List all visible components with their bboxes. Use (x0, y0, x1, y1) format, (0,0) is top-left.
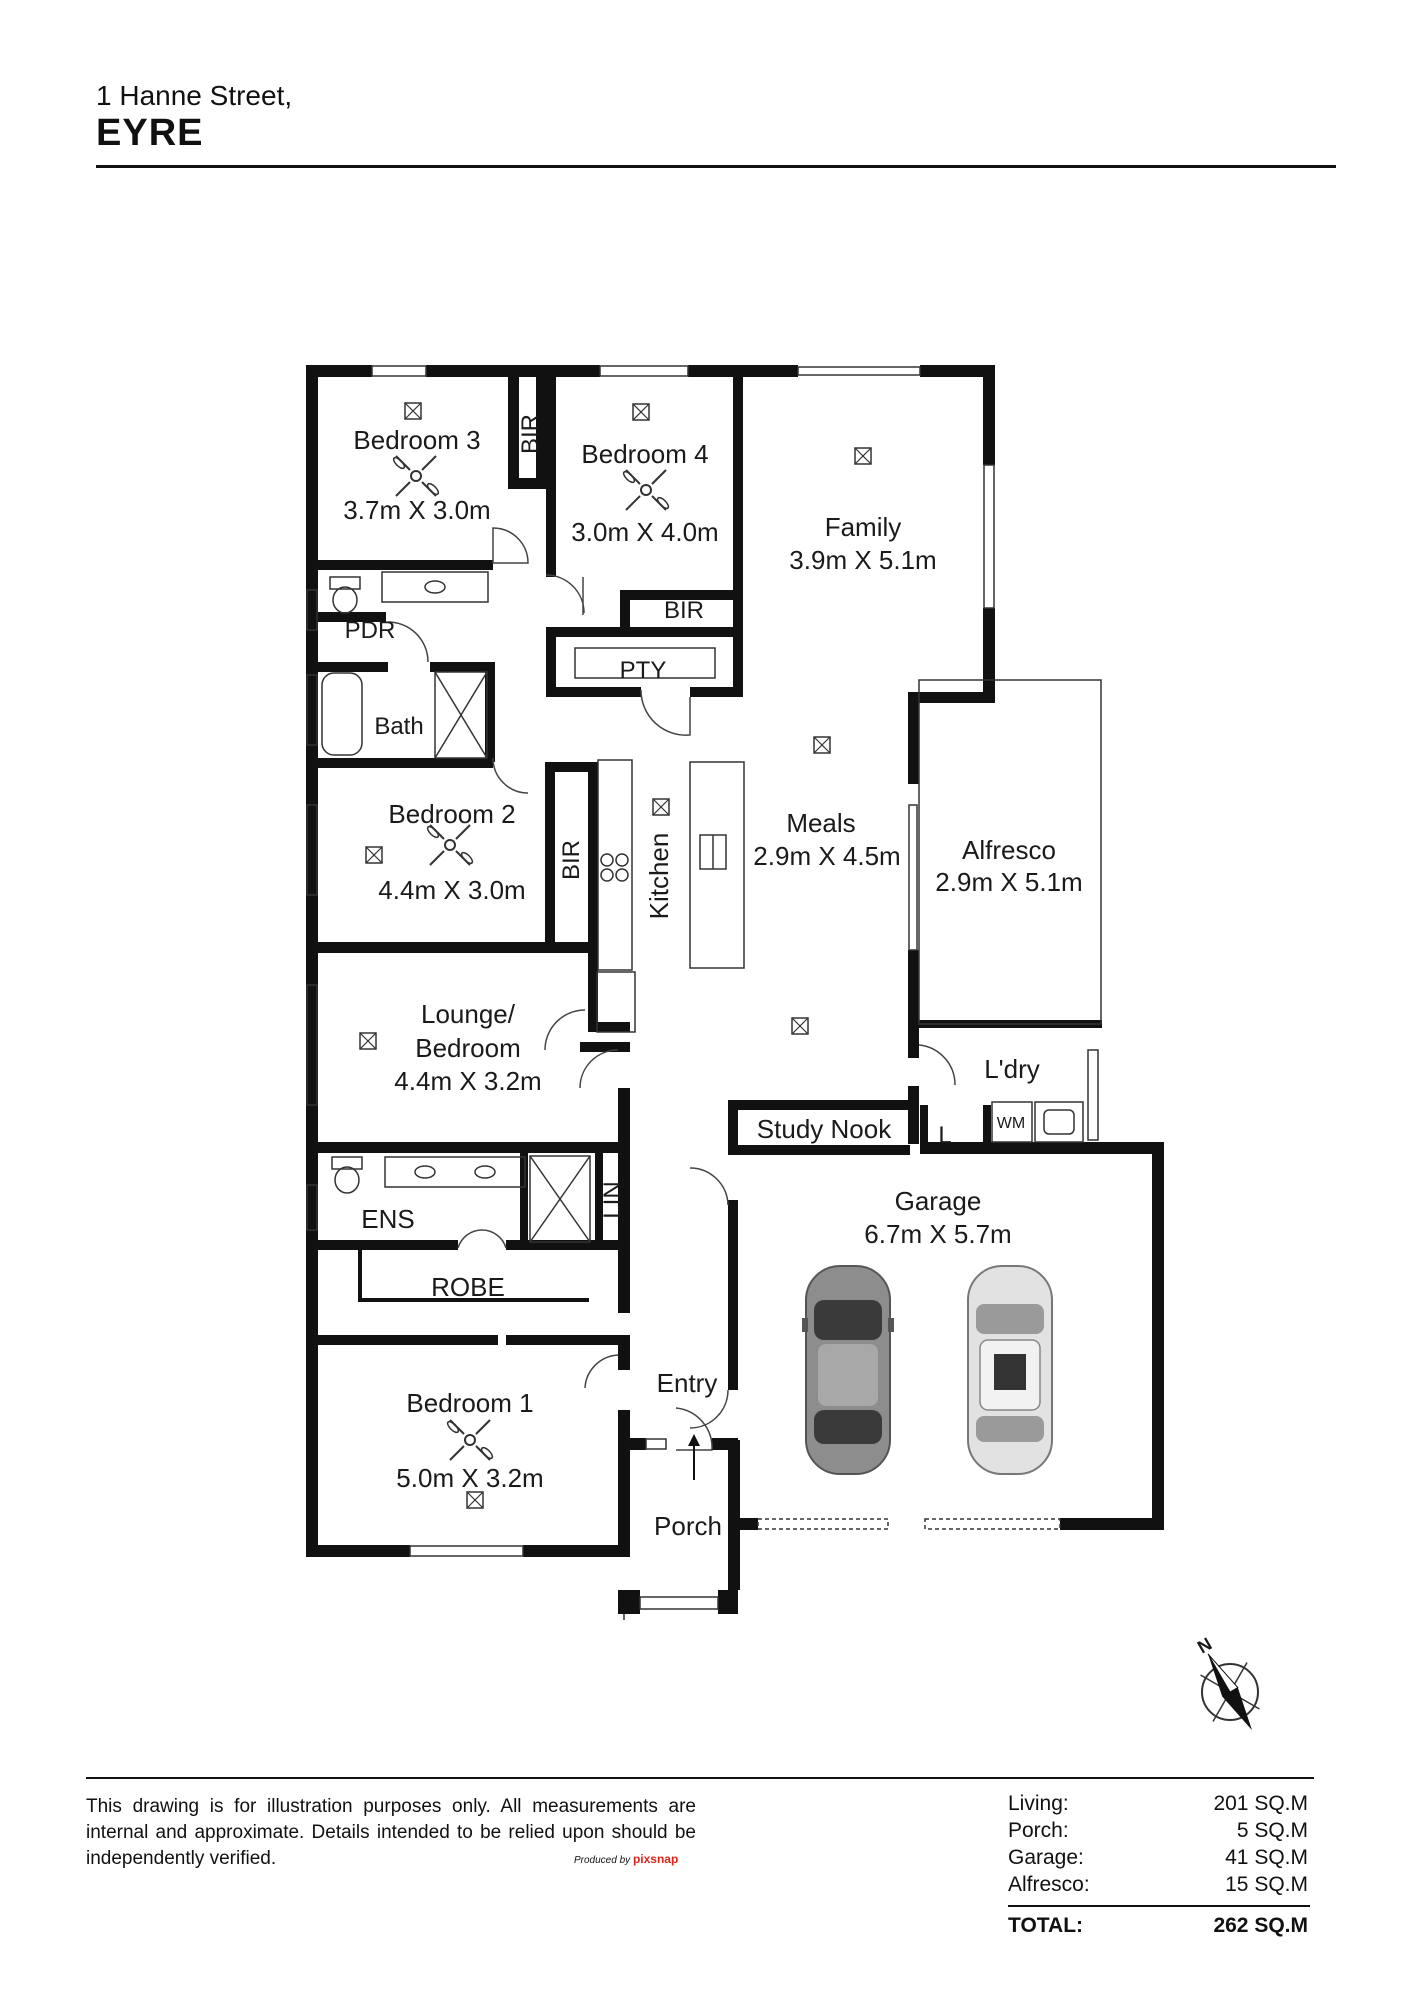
bir-label: BIR (664, 597, 704, 624)
area-row: Garage: 41 SQ.M (1008, 1846, 1308, 1873)
garage-size: 6.7m X 5.7m (864, 1219, 1011, 1249)
total-value: 262 SQ.M (1213, 1914, 1308, 1937)
brand-logo: pixsnap (632, 1852, 679, 1866)
area-label: Garage: (1008, 1846, 1084, 1869)
compass-icon: N (1194, 1634, 1260, 1731)
bedroom4-size: 3.0m X 4.0m (571, 517, 718, 547)
car-icon (967, 1265, 1053, 1475)
bedroom4-label: Bedroom 4 (581, 439, 708, 469)
bedroom3-size: 3.7m X 3.0m (343, 495, 490, 525)
bedroom1-size: 5.0m X 3.2m (396, 1463, 543, 1493)
bedroom3-label: Bedroom 3 (353, 425, 480, 455)
area-value: 5 SQ.M (1236, 1819, 1308, 1842)
porch-label: Porch (654, 1511, 722, 1541)
bedroom2-label: Bedroom 2 (388, 799, 515, 829)
address-suburb: EYRE (96, 112, 204, 154)
area-summary: Living: 201 SQ.M Porch: 5 SQ.M Garage: 4… (1008, 1792, 1308, 1900)
area-label: Living: (1008, 1792, 1069, 1815)
area-total: TOTAL: 262 SQ.M (1008, 1914, 1308, 1938)
header-divider (96, 165, 1336, 168)
area-value: 201 SQ.M (1213, 1792, 1308, 1815)
pty-label: PTY (620, 657, 667, 684)
garage-label: Garage (895, 1186, 982, 1216)
lounge-label-1: Lounge/ (421, 999, 516, 1029)
lounge-size: 4.4m X 3.2m (394, 1066, 541, 1096)
area-label: Alfresco: (1008, 1873, 1090, 1896)
study-nook-label: Study Nook (757, 1114, 892, 1144)
room-labels: Bedroom 3 3.7m X 3.0m BIR Bedroom 4 3.0m… (343, 414, 1082, 1541)
footer-divider (86, 1777, 1314, 1779)
laundry-label: L'dry (984, 1054, 1040, 1084)
produced-by: Produced by pixsnap (574, 1852, 678, 1866)
ens-label: ENS (361, 1204, 414, 1234)
lounge-label-2: Bedroom (415, 1033, 521, 1063)
bath-label: Bath (374, 713, 423, 740)
lin-label: LIN (599, 1181, 626, 1218)
disclaimer-text: This drawing is for illustration purpose… (86, 1796, 696, 1869)
doors (387, 527, 956, 1451)
fixtures (306, 365, 1102, 1620)
walls (306, 365, 1164, 1614)
meals-label: Meals (786, 808, 855, 838)
total-divider (1008, 1905, 1310, 1907)
area-value: 41 SQ.M (1225, 1846, 1308, 1869)
area-row: Porch: 5 SQ.M (1008, 1819, 1308, 1846)
family-size: 3.9m X 5.1m (789, 545, 936, 575)
bedroom1-label: Bedroom 1 (406, 1388, 533, 1418)
bir-label: BIR (558, 840, 585, 880)
address-street: 1 Hanne Street, (96, 80, 293, 111)
entry-label: Entry (657, 1368, 718, 1398)
robe-label: ROBE (431, 1272, 505, 1302)
pdr-label: PDR (345, 617, 396, 644)
linen-label: L (938, 1122, 951, 1149)
washing-machine-label: WM (997, 1115, 1025, 1132)
area-value: 15 SQ.M (1225, 1873, 1308, 1896)
compass-north-label: N (1194, 1634, 1215, 1658)
area-label: Porch: (1008, 1819, 1069, 1842)
meals-size: 2.9m X 4.5m (753, 841, 900, 871)
produced-by-label: Produced by (574, 1855, 631, 1866)
bedroom2-size: 4.4m X 3.0m (378, 875, 525, 905)
car-icon (801, 1265, 895, 1475)
alfresco-size: 2.9m X 5.1m (935, 867, 1082, 897)
alfresco-label: Alfresco (962, 835, 1056, 865)
family-label: Family (825, 512, 902, 542)
kitchen-label: Kitchen (644, 833, 674, 920)
bir-label: BIR (517, 414, 544, 454)
area-row: Living: 201 SQ.M (1008, 1792, 1308, 1819)
area-row: Alfresco: 15 SQ.M (1008, 1873, 1308, 1900)
total-label: TOTAL: (1008, 1914, 1084, 1937)
